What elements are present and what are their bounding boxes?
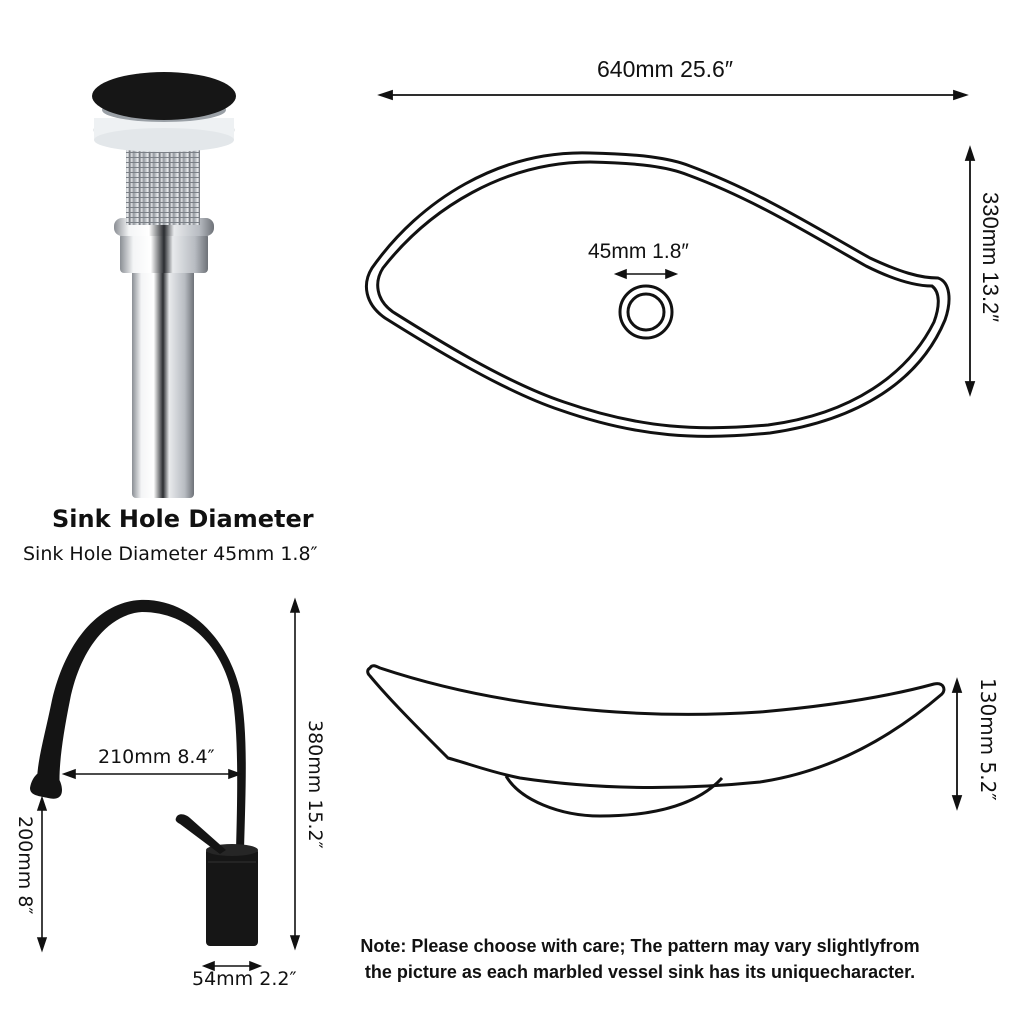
care-note: Note: Please choose with care; The patte… bbox=[322, 933, 958, 985]
faucet-base-diameter-label: 54mm 2.2″ bbox=[192, 968, 297, 990]
drain-hole-icon bbox=[618, 284, 674, 340]
faucet-total-height-label: 380mm 15.2″ bbox=[304, 720, 326, 849]
depth-arrow-icon bbox=[964, 145, 976, 397]
hole-arrow-icon bbox=[613, 268, 679, 280]
care-note-line-1: Note: Please choose with care; The patte… bbox=[360, 936, 920, 956]
drain-title: Sink Hole Diameter bbox=[52, 505, 314, 533]
width-dimension-label: 640mm 25.6″ bbox=[597, 56, 733, 82]
pop-up-drain-icon bbox=[92, 72, 236, 498]
faucet-reach-label: 210mm 8.4″ bbox=[98, 746, 215, 768]
reach-arrow-icon bbox=[61, 768, 243, 780]
hole-dimension-label: 45mm 1.8″ bbox=[588, 240, 689, 263]
faucet-spout-height-label: 200mm 8″ bbox=[14, 816, 36, 915]
total-height-arrow-icon bbox=[289, 597, 301, 951]
spout-height-arrow-icon bbox=[36, 795, 48, 953]
care-note-line-2: the picture as each marbled vessel sink … bbox=[364, 962, 916, 982]
sink-top-outline bbox=[364, 151, 951, 438]
drain-subtitle: Sink Hole Diameter 45mm 1.8″ bbox=[23, 543, 318, 565]
drain-illustration bbox=[92, 68, 236, 500]
height-arrow-icon bbox=[951, 677, 963, 811]
width-arrow-icon bbox=[377, 89, 969, 101]
base-width-arrow-icon bbox=[201, 960, 263, 972]
